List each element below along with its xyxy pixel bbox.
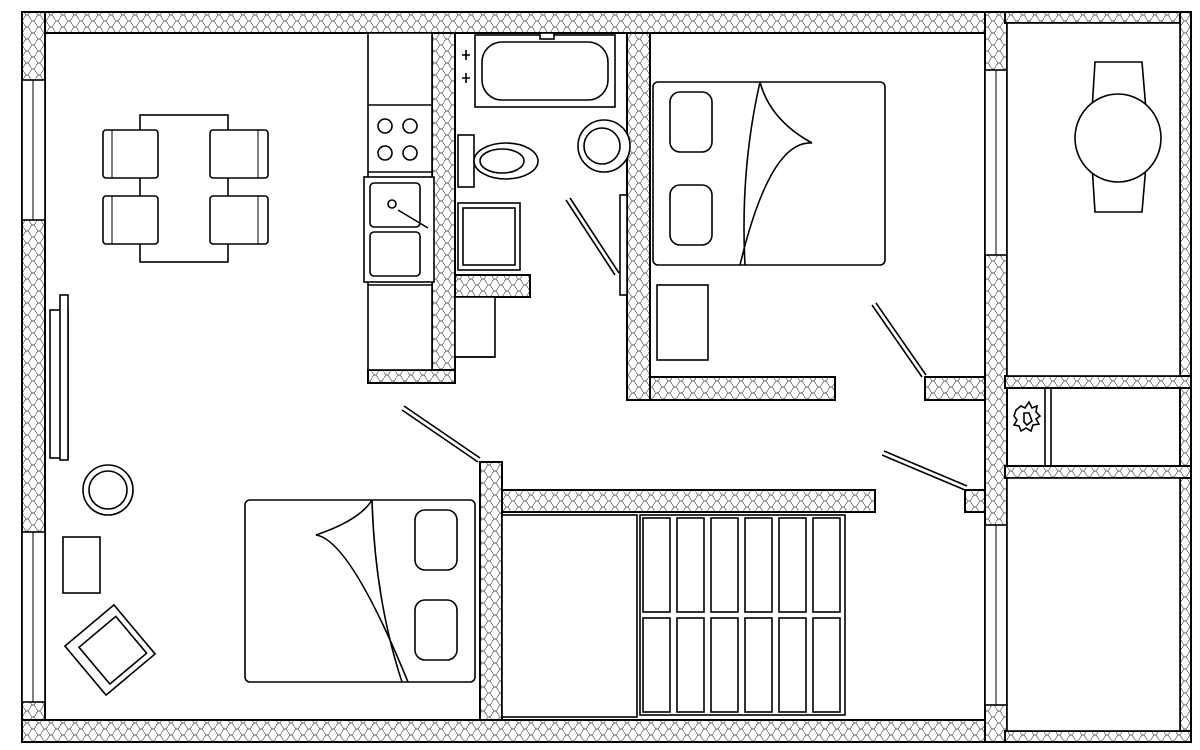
plant-icon <box>1012 400 1042 433</box>
wardrobe-door <box>619 194 628 296</box>
dining-set <box>102 114 269 263</box>
balcony-lower <box>1006 477 1181 732</box>
bed-2 <box>244 499 476 683</box>
armchair <box>63 603 157 697</box>
side-table <box>82 464 134 516</box>
balcony-table-set <box>1074 61 1162 213</box>
sofa <box>49 294 69 461</box>
shelving <box>639 514 846 716</box>
ottoman <box>62 536 101 594</box>
bed-1 <box>652 81 886 266</box>
bathroom-fixtures <box>454 32 631 358</box>
kitchen-counter <box>363 32 435 371</box>
closet <box>501 514 638 718</box>
doors <box>401 197 968 491</box>
desk <box>656 284 709 361</box>
